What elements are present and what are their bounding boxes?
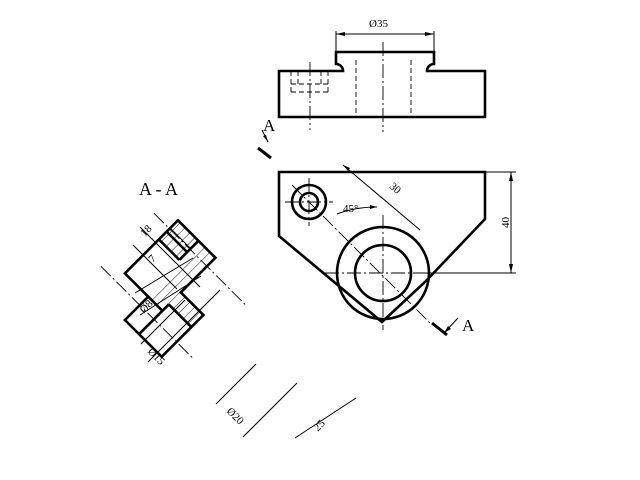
dim-angle: 45° <box>343 203 358 215</box>
dim-7: 7 <box>146 252 159 265</box>
section-cut-bottom: A <box>431 316 475 337</box>
dim-25: 25 <box>312 417 329 434</box>
dim-18: 18 <box>138 223 155 240</box>
front-view-outline <box>277 170 487 324</box>
dim-dia-15: Ø15 <box>145 346 167 368</box>
top-view: Ø35 <box>277 18 487 132</box>
dim-height: 40 <box>500 217 512 229</box>
section-title: A - A <box>139 179 178 199</box>
front-view: 30 45° 40 <box>277 164 516 330</box>
dim-offset: 30 <box>387 180 404 197</box>
section-outline <box>123 218 218 359</box>
top-view-outline <box>277 50 487 119</box>
cut-mark-bottom: A <box>462 316 475 335</box>
dim-dia-20: Ø20 <box>224 405 246 427</box>
section-dimensions: 18 7 Ø8 Ø15 Ø20 25 <box>132 223 357 439</box>
dim-top-diameter: Ø35 <box>369 18 388 30</box>
section-view <box>100 212 247 359</box>
section-cut-top: A <box>257 116 276 160</box>
cut-mark-top: A <box>263 116 276 135</box>
